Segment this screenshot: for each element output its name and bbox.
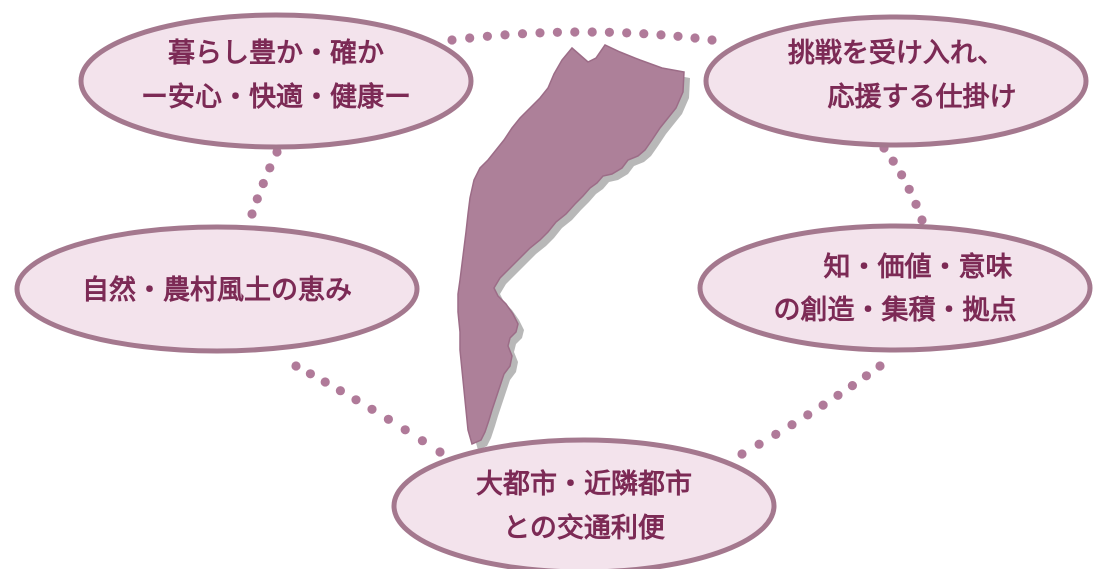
node-top-left-line2: ー安心・快適・健康ー [141,81,411,113]
connector-dot [737,449,747,459]
connector-dot [673,31,683,41]
node-top-left: 暮らし豊か・確か ー安心・快適・健康ー [78,12,474,150]
connector-dot [447,35,457,45]
connector-dot [897,170,907,180]
node-top-right-line2: 応援する仕掛け [828,81,1017,113]
connector-dot [754,439,764,449]
connector-dot [400,425,410,435]
region-map-silhouette [457,44,690,450]
connector-dot [917,215,927,225]
node-top-right-ellipse [703,14,1089,148]
node-middle-right: 知・価値・意味 の創造・集積・拠点 [697,223,1093,353]
connector-dot [639,29,649,39]
connector-dot [904,184,914,194]
dotted-connector-ring [247,27,927,459]
connector-dot [291,361,301,371]
connector-dot [367,404,377,414]
node-middle-left-ellipse [14,224,420,354]
connector-dot [847,381,858,391]
connector-dot [888,156,898,166]
connector-dot [435,447,445,457]
node-top-left-line1: 暮らし豊か・確か [168,37,384,69]
connector-dot [482,31,492,41]
connector-dot [517,29,528,39]
connector-dot [861,371,872,381]
connector-dot [265,163,275,173]
connector-dot [272,147,282,157]
node-bottom-ellipse [391,437,777,569]
connector-dot [258,178,268,189]
connector-dot [818,400,828,410]
connector-dot [803,410,813,420]
region-map-shape [457,44,685,446]
connector-dot [707,35,717,45]
connector-dot [500,30,510,40]
connector-dot [570,27,580,37]
node-top-right-line1: 挑戦を受け入れ、 [788,37,1004,69]
connector-dot [875,361,885,371]
connector-dot [911,199,921,209]
connector-dot [587,27,597,37]
connector-dot [535,28,545,38]
connector-dot [252,194,262,204]
connector-dot [622,28,632,38]
connector-dot [552,27,563,37]
connector-dot [383,414,393,424]
connector-dot [247,209,257,219]
connector-dot [833,390,843,400]
node-middle-right-line1: 知・価値・意味 [824,251,1013,283]
connector-dot [305,369,315,379]
node-middle-right-ellipse [697,223,1093,353]
node-middle-left: 自然・農村風土の恵み [14,224,420,354]
node-middle-right-line2: の創造・集積・拠点 [774,294,1017,326]
connector-dot [690,33,700,43]
connector-dot [604,27,615,37]
connector-dot [465,33,475,43]
connector-dot [417,436,427,446]
connector-dot [320,377,330,387]
connector-dot [335,386,345,396]
node-bottom-line2: との交通利便 [503,512,666,544]
node-top-left-ellipse [78,12,474,150]
node-top-right: 挑戦を受け入れ、 応援する仕掛け [703,14,1089,148]
node-bottom: 大都市・近隣都市 との交通利便 [391,437,777,569]
node-middle-left-line1: 自然・農村風土の恵み [82,274,352,306]
connector-dot [771,429,781,439]
connector-dot [351,395,361,405]
connector-dot [787,420,797,430]
node-bottom-line1: 大都市・近隣都市 [476,468,692,500]
connector-dot [656,30,666,40]
